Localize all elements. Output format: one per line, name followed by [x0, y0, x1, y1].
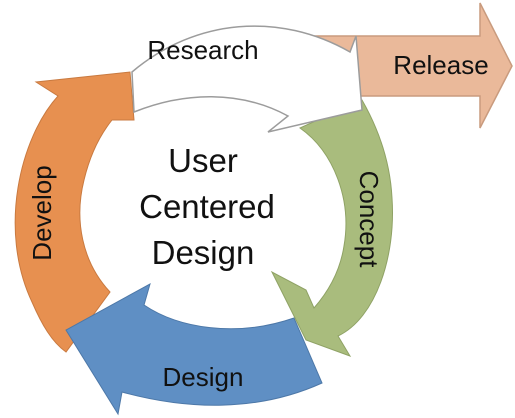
- develop-arrow: [14, 71, 135, 353]
- concept-arrow: [270, 99, 393, 357]
- release-label: Release: [393, 50, 488, 80]
- center-line-3: Design: [152, 234, 255, 271]
- develop-label: Develop: [27, 165, 57, 260]
- research-label: Research: [147, 35, 258, 65]
- design-arrow: [65, 282, 323, 416]
- center-line-2: Centered: [139, 188, 275, 225]
- concept-label: Concept: [354, 171, 384, 269]
- design-label: Design: [163, 362, 244, 392]
- center-line-1: User: [168, 142, 238, 179]
- research-arrow: [131, 25, 363, 133]
